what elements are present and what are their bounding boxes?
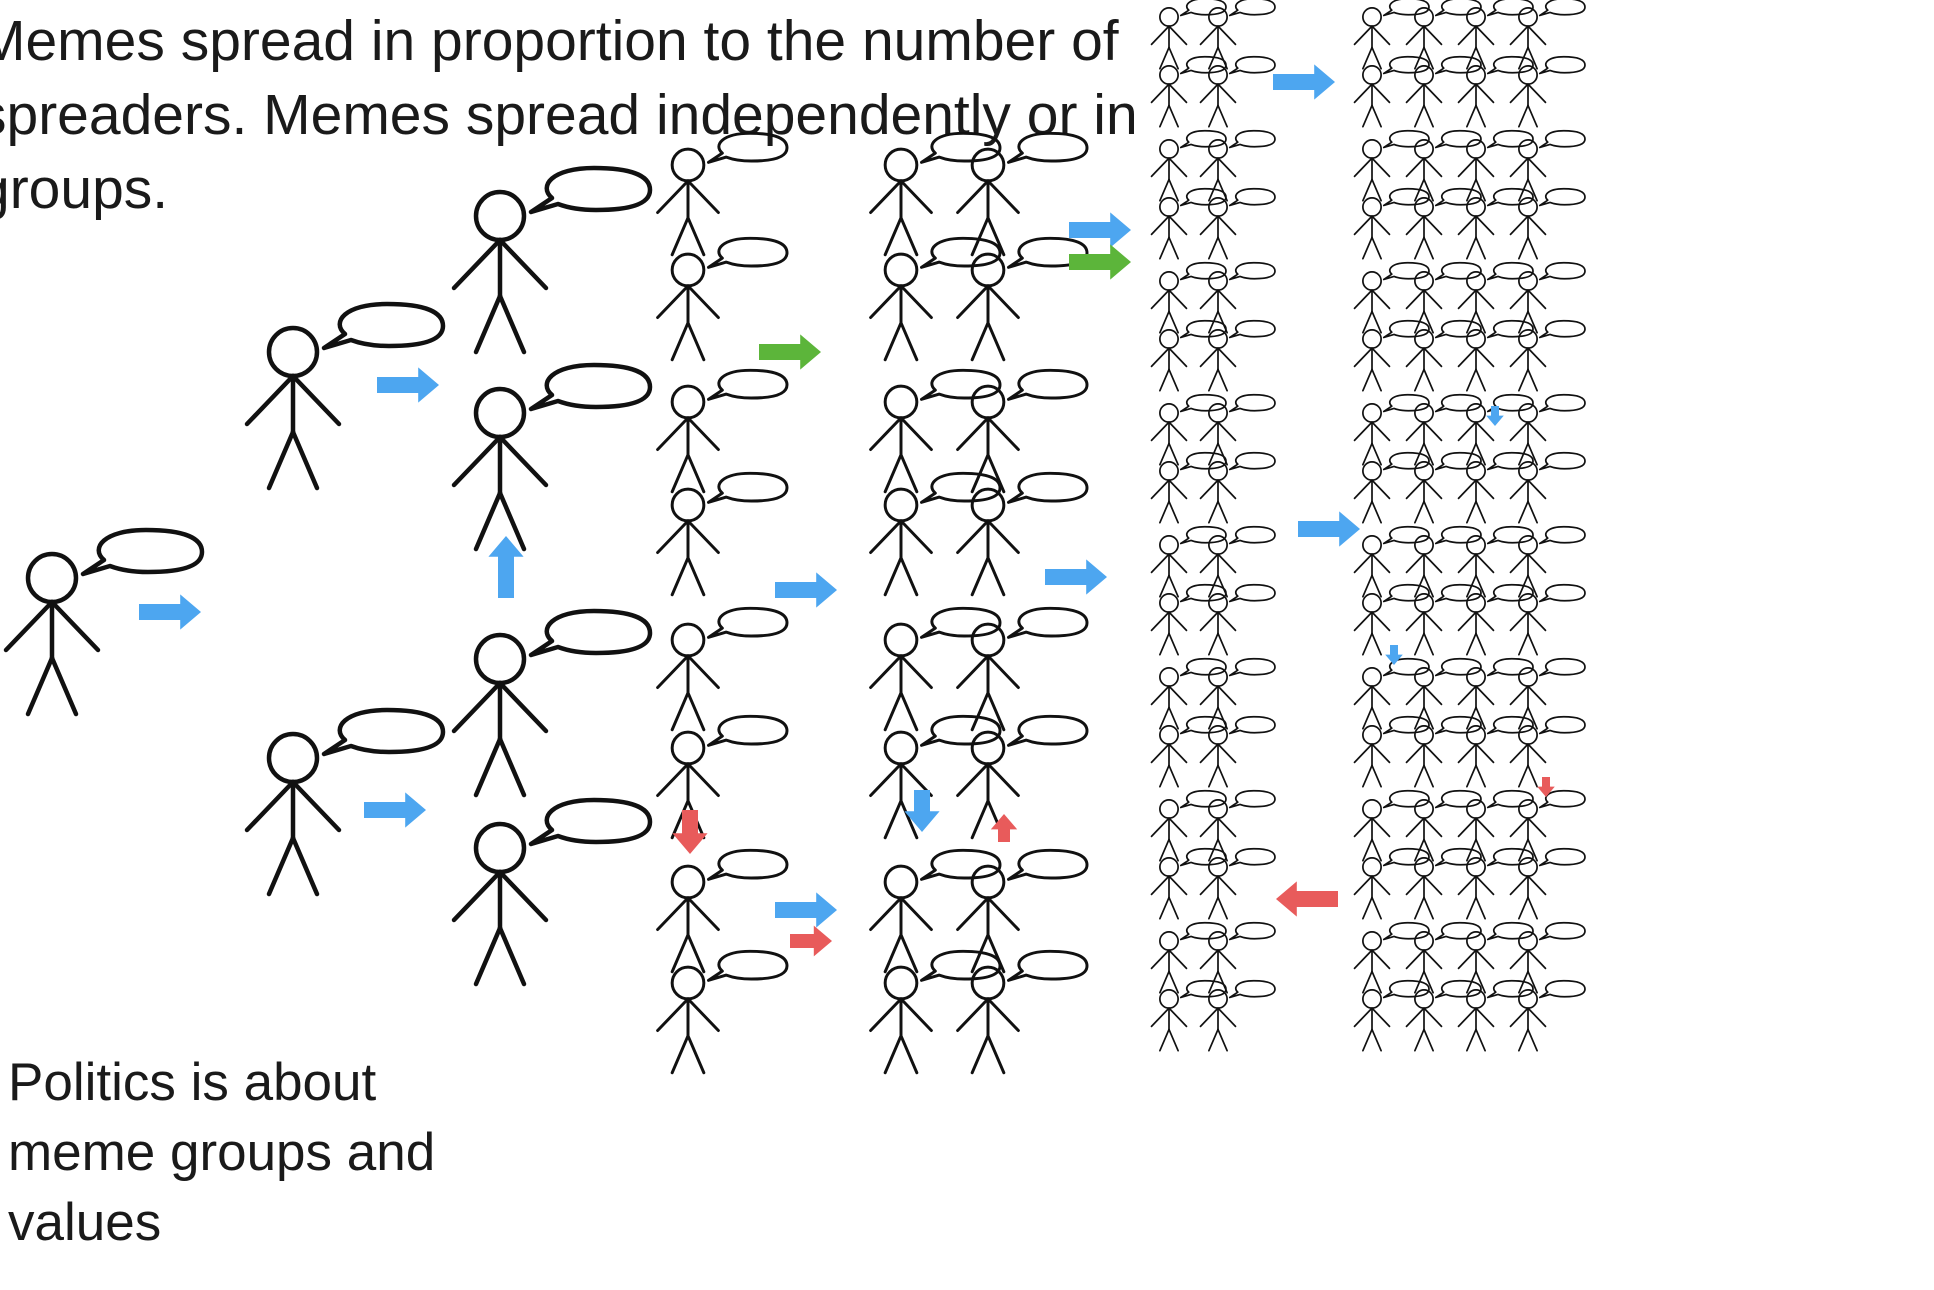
stick-figure-with-speech-bubble-icon bbox=[1201, 585, 1275, 655]
stick-figure-with-speech-bubble-icon bbox=[1201, 189, 1275, 259]
stick-figure-with-speech-bubble-icon bbox=[6, 530, 202, 714]
stick-figure-with-speech-bubble-icon bbox=[1201, 717, 1275, 787]
stick-figure-with-speech-bubble-icon bbox=[454, 800, 650, 984]
blue-arrow-icon bbox=[488, 536, 523, 598]
stick-figure-with-speech-bubble-icon bbox=[958, 608, 1087, 729]
stick-figure-with-speech-bubble-icon bbox=[658, 473, 787, 594]
blue-arrow-icon bbox=[904, 790, 939, 832]
green-arrow-icon bbox=[1069, 244, 1131, 279]
stick-figure-with-speech-bubble-icon bbox=[658, 951, 787, 1072]
stick-figure-with-speech-bubble-icon bbox=[658, 716, 787, 837]
stick-figure-with-speech-bubble-icon bbox=[1201, 321, 1275, 391]
stick-figure-with-speech-bubble-icon bbox=[1511, 453, 1585, 523]
stick-figure-with-speech-bubble-icon bbox=[1511, 717, 1585, 787]
blue-arrow-icon bbox=[377, 367, 439, 402]
stick-figure-with-speech-bubble-icon bbox=[958, 716, 1087, 837]
blue-arrow-icon bbox=[1273, 64, 1335, 99]
blue-arrow-icon bbox=[364, 792, 426, 827]
stick-figure-with-speech-bubble-icon bbox=[1201, 57, 1275, 127]
stick-figure-with-speech-bubble-icon bbox=[454, 168, 650, 352]
stick-figure-with-speech-bubble-icon bbox=[1511, 0, 1585, 69]
red-arrow-icon bbox=[1276, 881, 1338, 916]
stick-figure-with-speech-bubble-icon bbox=[958, 238, 1087, 359]
stick-figure-with-speech-bubble-icon bbox=[1201, 453, 1275, 523]
blue-arrow-icon bbox=[1298, 511, 1360, 546]
stick-figure-with-speech-bubble-icon bbox=[1201, 849, 1275, 919]
stick-figure-with-speech-bubble-icon bbox=[658, 608, 787, 729]
blue-arrow-icon bbox=[1045, 559, 1107, 594]
blue-arrow-icon bbox=[775, 892, 837, 927]
blue-arrow-icon bbox=[1385, 645, 1403, 665]
stick-figure-with-speech-bubble-icon bbox=[958, 951, 1087, 1072]
stick-figure-with-speech-bubble-icon bbox=[1201, 0, 1275, 69]
stick-figure-with-speech-bubble-icon bbox=[1511, 321, 1585, 391]
stick-figure-with-speech-bubble-icon bbox=[454, 365, 650, 549]
green-arrow-icon bbox=[759, 334, 821, 369]
stick-figure-with-speech-bubble-icon bbox=[658, 133, 787, 254]
stick-figure-with-speech-bubble-icon bbox=[1511, 981, 1585, 1051]
stick-figure-with-speech-bubble-icon bbox=[1152, 0, 1226, 69]
stick-figure-with-speech-bubble-icon bbox=[1511, 189, 1585, 259]
stick-figure-with-speech-bubble-icon bbox=[958, 133, 1087, 254]
stick-figure-with-speech-bubble-icon bbox=[658, 238, 787, 359]
red-arrow-icon bbox=[1537, 777, 1555, 797]
red-arrow-icon bbox=[790, 926, 832, 957]
stick-figure-with-speech-bubble-icon bbox=[1511, 849, 1585, 919]
blue-arrow-icon bbox=[775, 572, 837, 607]
stick-figure-with-speech-bubble-icon bbox=[1201, 981, 1275, 1051]
stick-figure-with-speech-bubble-icon bbox=[1511, 57, 1585, 127]
stick-figure-with-speech-bubble-icon bbox=[1511, 585, 1585, 655]
stick-figure-with-speech-bubble-icon bbox=[454, 611, 650, 795]
stick-figure-with-speech-bubble-icon bbox=[247, 304, 443, 488]
blue-arrow-icon bbox=[139, 594, 201, 629]
